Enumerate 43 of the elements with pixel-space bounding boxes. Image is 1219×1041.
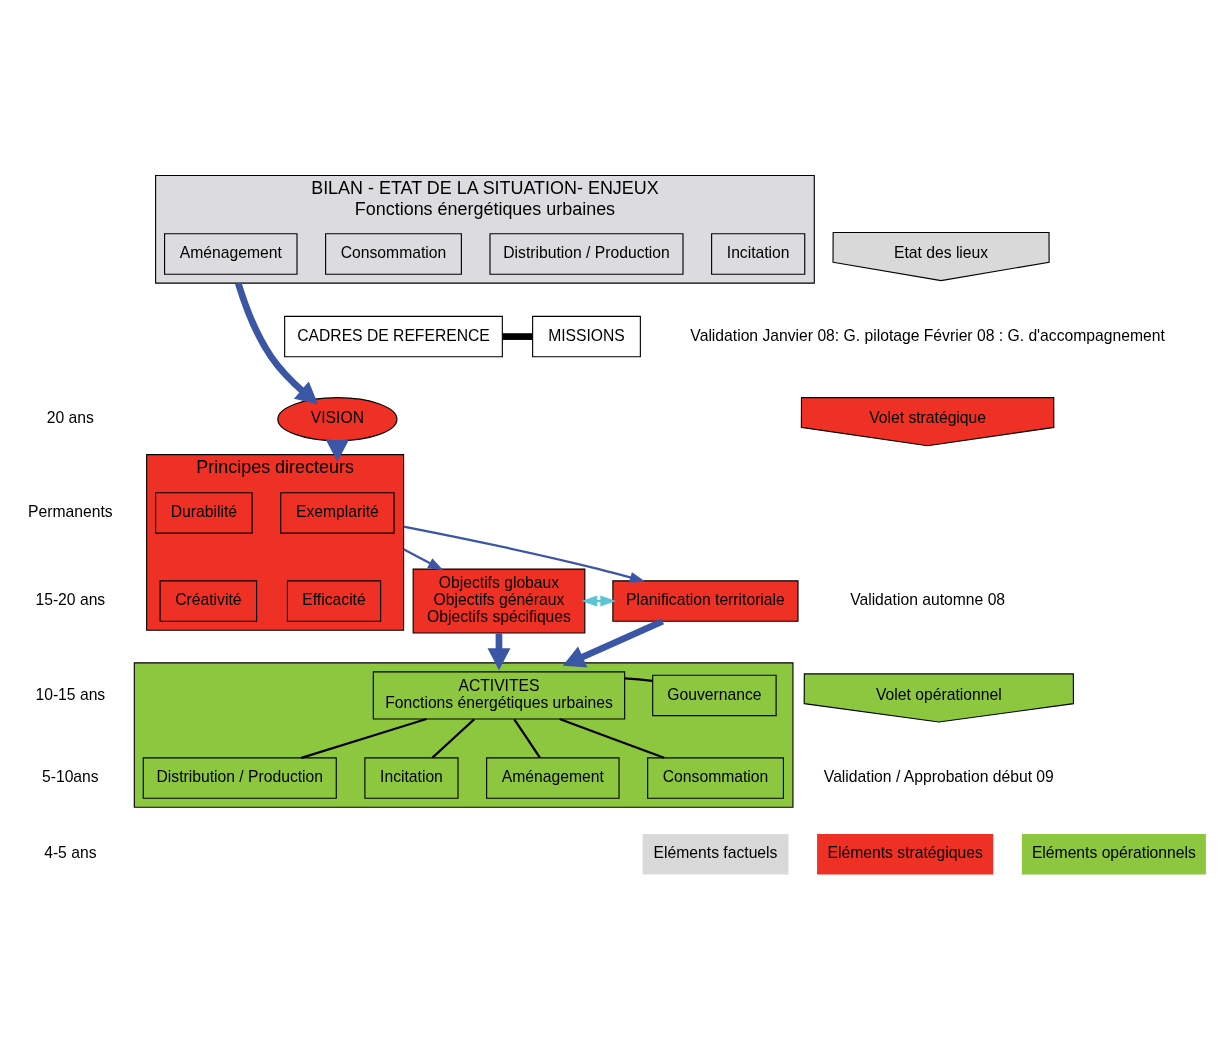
label: 5-10ans xyxy=(41,768,99,786)
label: 10-15 ans xyxy=(35,685,106,703)
connector xyxy=(559,718,665,759)
label: Validation / Approbation début 09 xyxy=(823,768,1054,786)
node-box: Aménagement xyxy=(486,757,620,799)
node-box: Exemplarité xyxy=(280,492,395,534)
node-box: Durabilité xyxy=(155,492,253,534)
arrow xyxy=(403,525,646,583)
connector xyxy=(502,333,533,340)
node-box: Distribution / Production xyxy=(142,757,337,799)
arrow xyxy=(581,595,617,607)
connector xyxy=(513,718,541,759)
connector xyxy=(431,718,475,759)
connector xyxy=(624,677,653,683)
legend-label: Eléments factuels xyxy=(653,844,778,862)
connector xyxy=(301,717,427,759)
node-box: Distribution / Production xyxy=(489,233,684,275)
node-box: ACTIVITES Fonctions énergétiques urbaines xyxy=(372,671,626,720)
arrow xyxy=(562,618,665,668)
node-box: Consommation xyxy=(647,757,784,799)
node-box: Incitation xyxy=(711,233,806,275)
node-box: Consommation xyxy=(325,233,462,275)
label: Permanents xyxy=(28,503,113,521)
label: Validation automne 08 xyxy=(850,591,1006,609)
node-box: MISSIONS xyxy=(532,315,641,358)
node-box: Gouvernance xyxy=(652,674,777,717)
cluster xyxy=(133,662,794,808)
label: Validation Janvier 08: G. pilotage Février 08 : G. d'accompagnement xyxy=(690,326,1165,344)
label: 15-20 ans xyxy=(35,591,106,609)
node-box: Incitation xyxy=(364,757,459,799)
node-box: Planification territoriale xyxy=(612,580,799,622)
label: 4-5 ans xyxy=(44,844,97,862)
node-box: Aménagement xyxy=(164,233,298,275)
node-box: Créativité xyxy=(159,580,258,622)
arrow xyxy=(235,282,318,405)
node-box: Objectifs globaux Objectifs généraux Objectifs spécifiques xyxy=(412,568,586,634)
legend-label: Eléments opérationnels xyxy=(1031,844,1196,862)
node-box: Efficacité xyxy=(286,580,382,622)
arrow xyxy=(487,633,511,671)
arrow xyxy=(403,548,444,571)
node-box: CADRES DE REFERENCE xyxy=(284,315,503,358)
legend-label: Eléments stratégiques xyxy=(827,844,983,862)
label: 20 ans xyxy=(46,409,94,427)
